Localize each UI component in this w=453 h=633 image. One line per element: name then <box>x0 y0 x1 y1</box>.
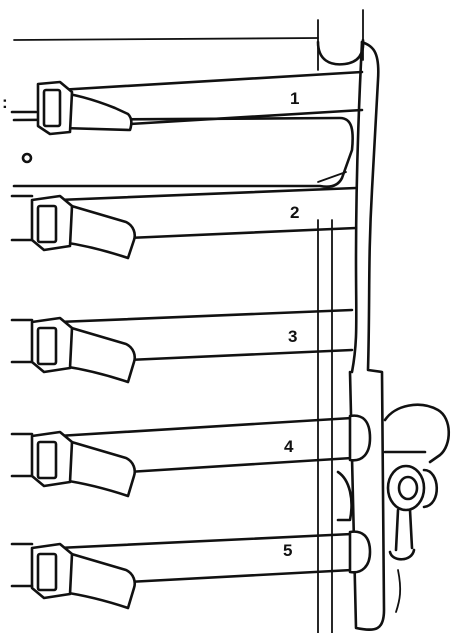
mounting-clamp <box>383 403 451 613</box>
strap-label-5: 5 <box>283 541 292 560</box>
frame-structure <box>13 9 365 633</box>
leader-mark: : <box>2 93 8 112</box>
strap-label-2: 2 <box>290 203 299 222</box>
rivet-hole <box>21 152 33 164</box>
strap-1 <box>10 70 364 136</box>
strap-4 <box>10 414 372 498</box>
strap-2 <box>10 186 358 260</box>
vertical-support-bar <box>348 40 386 631</box>
strap-label-1: 1 <box>290 89 299 108</box>
strap-5 <box>10 470 372 610</box>
strap-label-3: 3 <box>288 327 297 346</box>
strap-3 <box>10 308 354 384</box>
back-plate <box>12 116 354 189</box>
strap-label-4: 4 <box>284 437 294 456</box>
